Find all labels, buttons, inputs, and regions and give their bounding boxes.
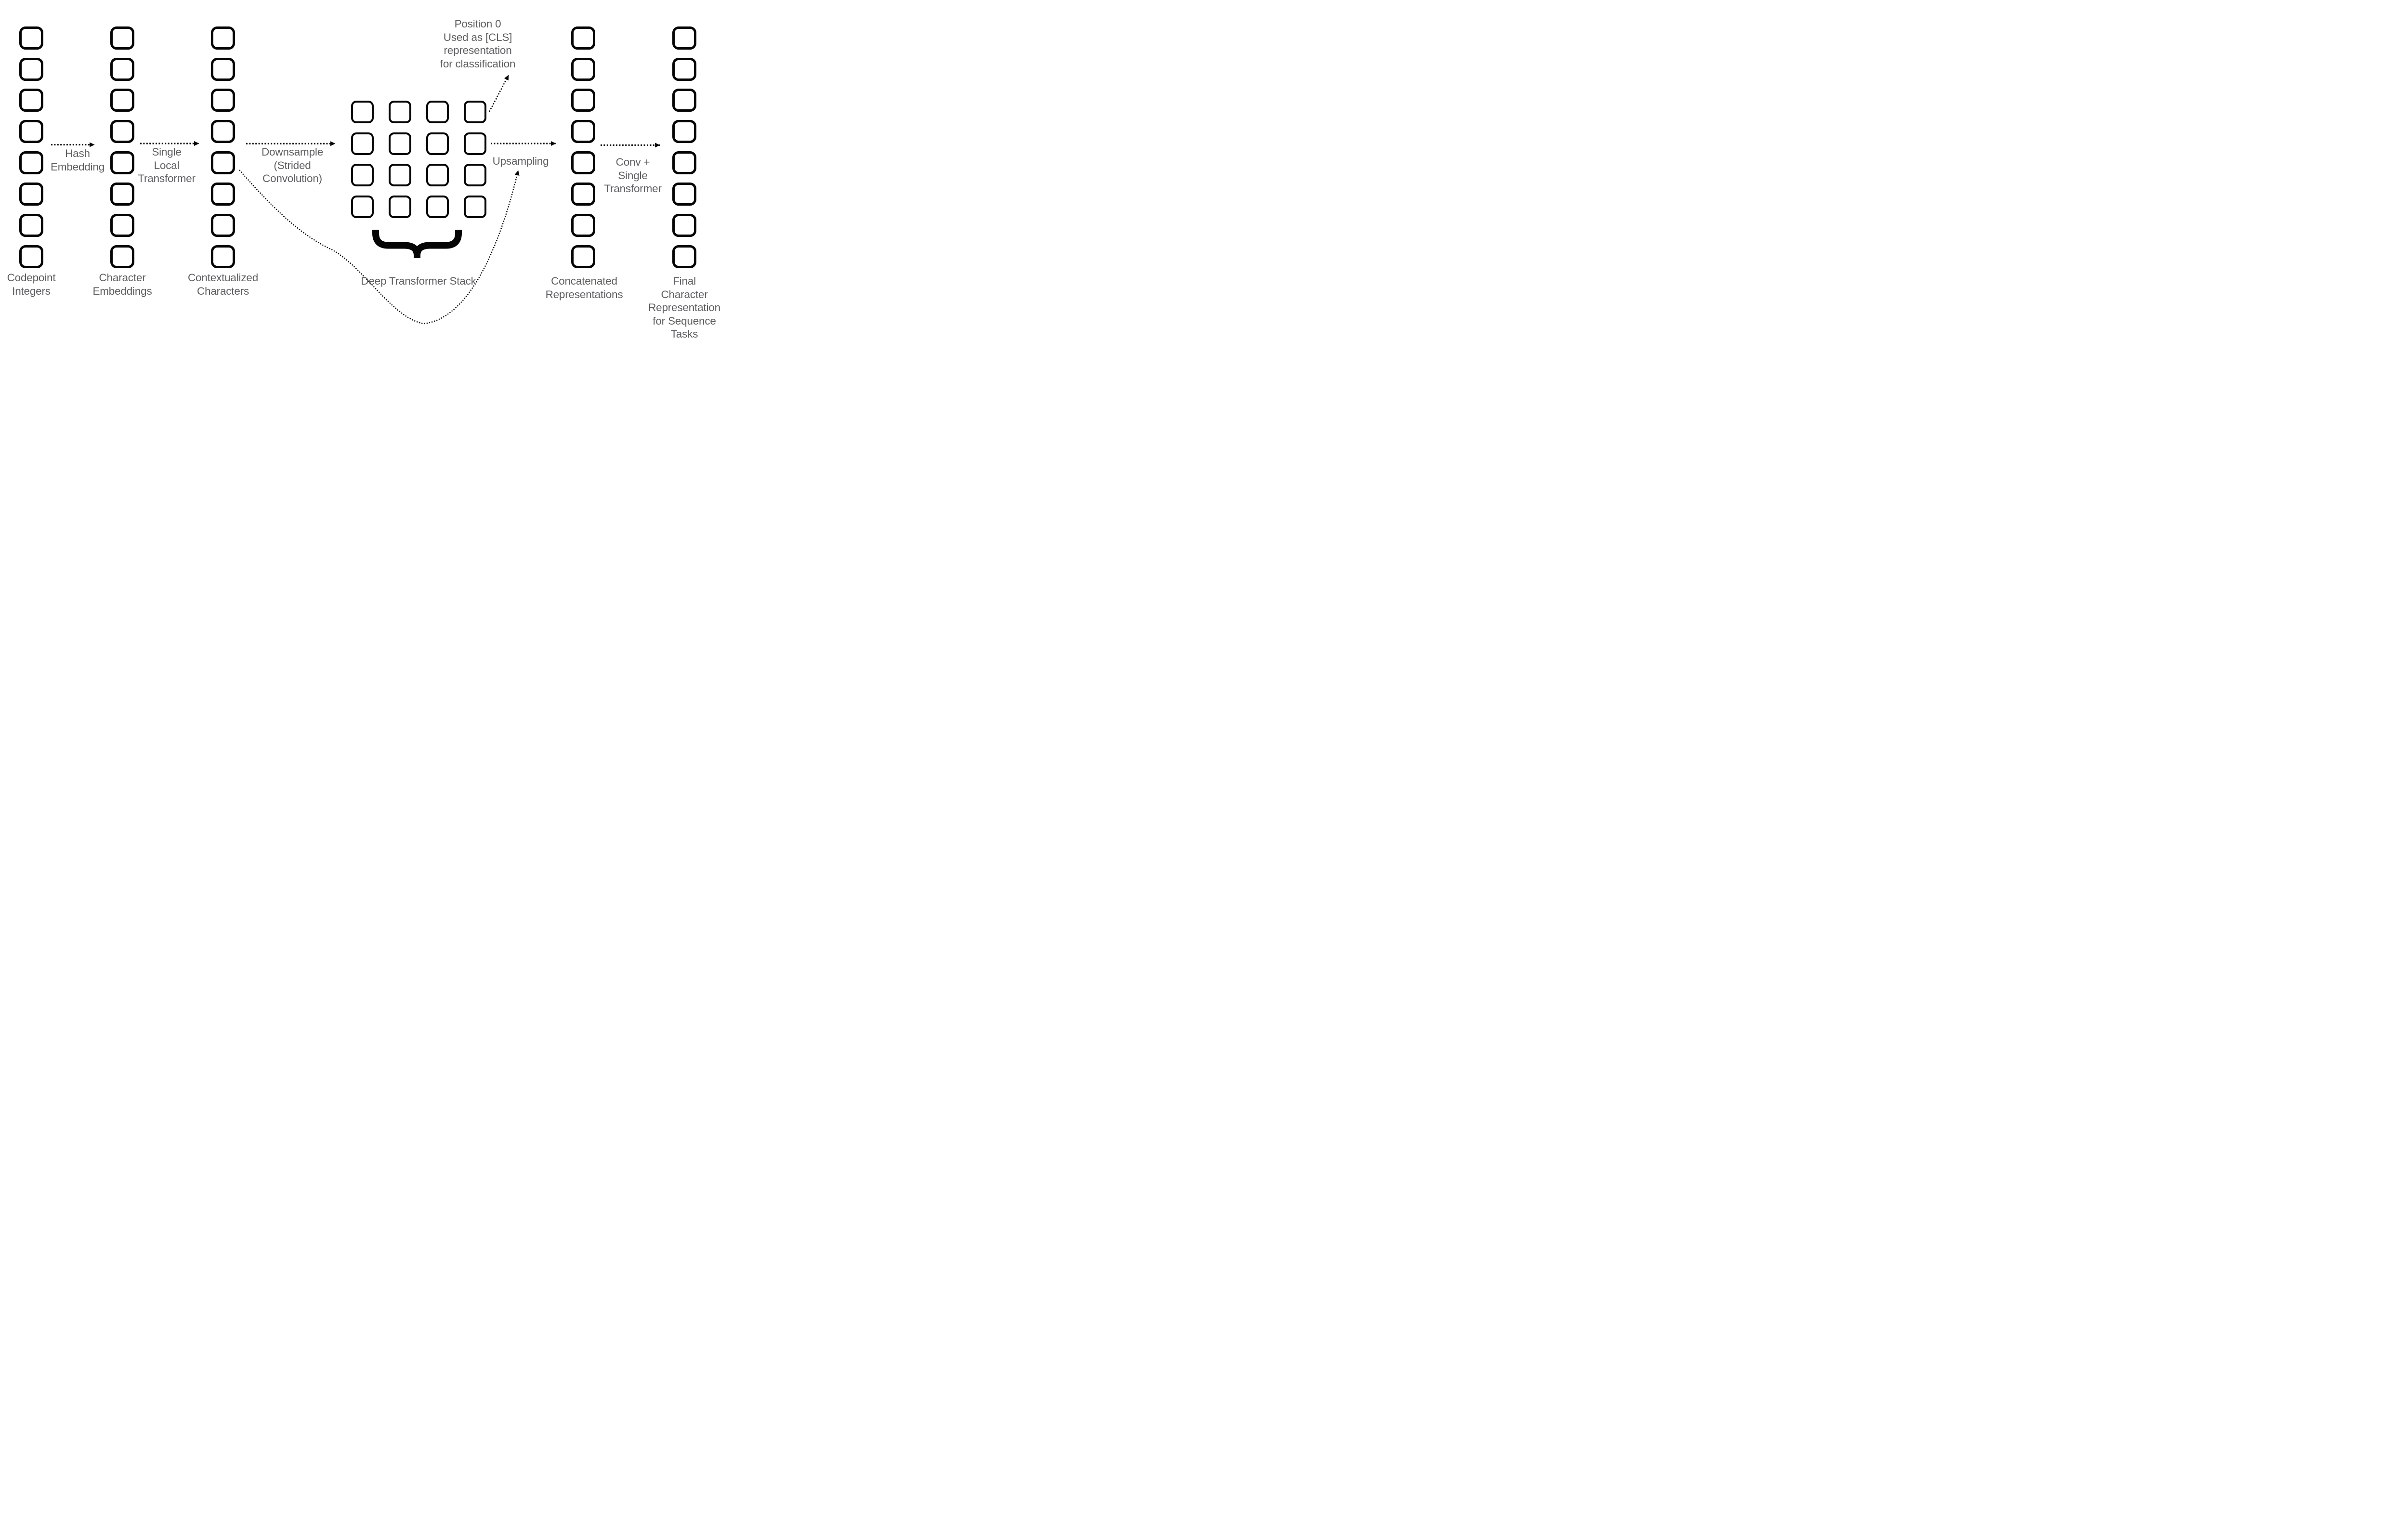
- downsampled-token-box: [389, 195, 411, 218]
- character-embeddings-label: Character Embeddings: [92, 272, 152, 297]
- token-box: [672, 26, 696, 50]
- token-box: [19, 214, 43, 237]
- token-box: [571, 57, 595, 81]
- downsampled-token-box: [351, 164, 374, 186]
- token-box: [211, 214, 235, 237]
- token-box: [211, 26, 235, 50]
- token-box: [672, 214, 696, 237]
- token-box: [672, 183, 696, 206]
- column-character-embeddings: [110, 26, 134, 268]
- downsampled-token-box: [464, 164, 486, 186]
- column-codepoint-integers: [19, 26, 43, 268]
- token-box: [110, 120, 134, 144]
- upsampling-label: Upsampling: [492, 155, 549, 167]
- downsampled-token-box: [389, 101, 411, 123]
- token-box: [19, 151, 43, 175]
- hash-embedding-label: Hash Embedding: [50, 147, 105, 173]
- column-concatenated-representations: [571, 26, 595, 268]
- token-box: [672, 245, 696, 268]
- token-box: [110, 26, 134, 50]
- token-box: [571, 89, 595, 112]
- token-box: [211, 57, 235, 81]
- token-box: [672, 120, 696, 144]
- downsampled-token-box: [351, 101, 374, 123]
- downsampled-grid: [351, 101, 486, 218]
- token-box: [571, 183, 595, 206]
- final-representation-label: Final Character Representation for Seque…: [648, 275, 720, 340]
- token-box: [211, 183, 235, 206]
- token-box: [110, 183, 134, 206]
- downsampled-token-box: [351, 195, 374, 218]
- downsampled-token-box: [464, 132, 486, 155]
- token-box: [19, 183, 43, 206]
- token-box: [571, 151, 595, 175]
- token-box: [571, 120, 595, 144]
- token-box: [211, 245, 235, 268]
- token-box: [571, 245, 595, 268]
- conv-single-transformer-label: Conv + Single Transformer: [604, 156, 662, 195]
- downsampled-token-box: [351, 132, 374, 155]
- concatenated-representations-label: Concatenated Representations: [545, 275, 623, 301]
- token-box: [110, 89, 134, 112]
- token-box: [672, 89, 696, 112]
- column-final-representation: [672, 26, 696, 268]
- token-box: [110, 57, 134, 81]
- downsampled-token-box: [426, 132, 449, 155]
- token-box: [19, 120, 43, 144]
- token-box: [19, 57, 43, 81]
- token-box: [672, 151, 696, 175]
- deep-transformer-stack-label: Deep Transformer Stack: [361, 275, 476, 287]
- token-box: [110, 214, 134, 237]
- single-local-transformer-label: Single Local Transformer: [138, 146, 196, 184]
- token-box: [672, 57, 696, 81]
- cls-annotation: Position 0 Used as [CLS] representation …: [440, 18, 516, 70]
- token-box: [110, 245, 134, 268]
- downsampled-token-box: [426, 164, 449, 186]
- token-box: [19, 89, 43, 112]
- downsampled-token-box: [426, 101, 449, 123]
- downsample-label: Downsample (Strided Convolution): [261, 146, 324, 184]
- token-box: [211, 89, 235, 112]
- downsampled-token-box: [464, 101, 486, 123]
- downsampled-token-box: [464, 195, 486, 218]
- token-box: [19, 26, 43, 50]
- column-contextualized-characters: [211, 26, 235, 268]
- deep-stack-brace: [372, 230, 462, 258]
- cls-position0-arrow: [488, 75, 510, 112]
- downsampled-token-box: [389, 132, 411, 155]
- token-box: [571, 214, 595, 237]
- codepoint-integers-label: Codepoint Integers: [7, 272, 56, 297]
- token-box: [211, 120, 235, 144]
- token-box: [571, 26, 595, 50]
- token-box: [211, 151, 235, 175]
- token-box: [19, 245, 43, 268]
- downsampled-token-box: [389, 164, 411, 186]
- token-box: [110, 151, 134, 175]
- contextualized-characters-label: Contextualized Characters: [187, 272, 259, 297]
- canine-architecture-diagram: Hash Embedding Single Local Transformer …: [0, 0, 740, 341]
- downsampled-token-box: [426, 195, 449, 218]
